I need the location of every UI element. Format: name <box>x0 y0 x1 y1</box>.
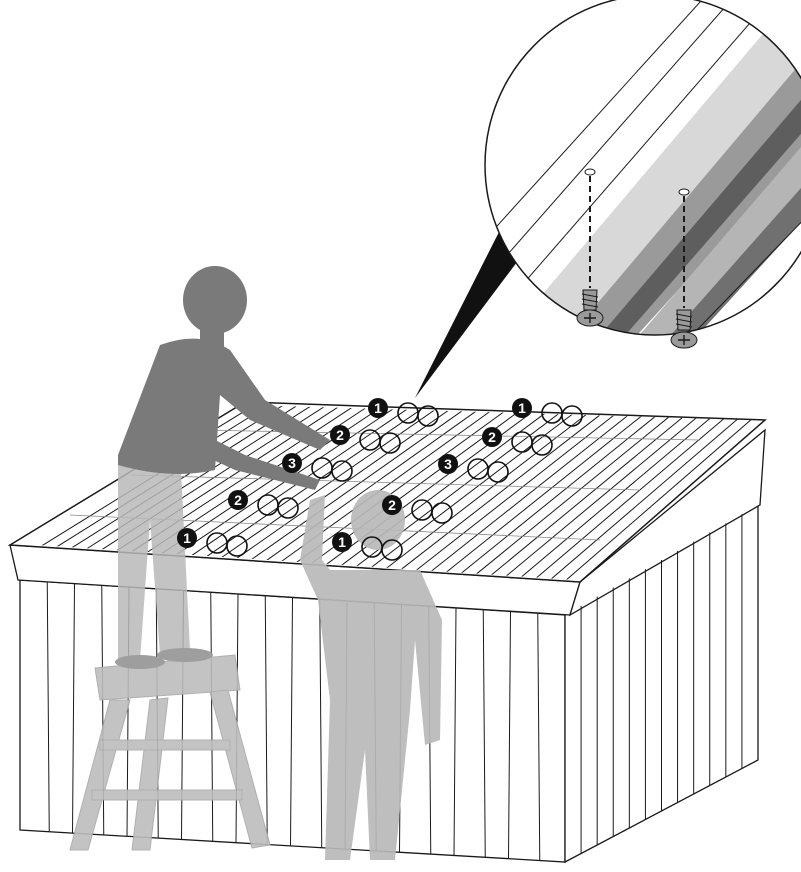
zoom-pointer <box>415 230 520 398</box>
zoom-detail <box>430 0 801 420</box>
callout-number: 3 <box>444 456 452 472</box>
callout-number: 1 <box>518 400 526 416</box>
callout-number: 1 <box>183 530 191 546</box>
callout-number: 2 <box>234 492 242 508</box>
head <box>183 266 247 334</box>
callout-number: 2 <box>336 427 344 443</box>
callout-number: 2 <box>488 429 496 445</box>
callout-number: 1 <box>338 534 346 550</box>
callout-number: 3 <box>288 455 296 471</box>
callout-number: 1 <box>374 400 382 416</box>
callout-number: 2 <box>388 497 396 513</box>
